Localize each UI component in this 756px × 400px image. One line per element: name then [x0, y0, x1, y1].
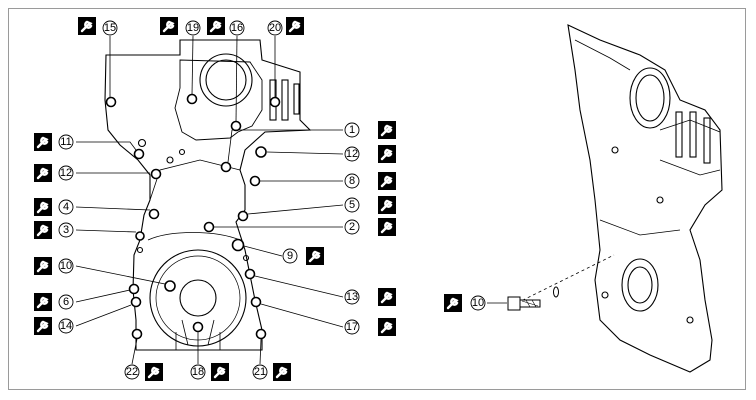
callout-19: 19 — [187, 22, 199, 34]
wrench-icon — [32, 315, 54, 337]
wrench-icon — [209, 361, 231, 383]
wrench-icon — [304, 245, 326, 267]
wrench-icon — [376, 316, 398, 338]
wrench-icon — [76, 15, 98, 37]
wrench-icon — [284, 15, 306, 37]
cover-front-view — [104, 39, 312, 351]
callouts: 15 19 16 20 11 12 4 3 10 6 14 — [32, 15, 486, 383]
callout-12: 12 — [346, 148, 358, 160]
callout-9: 9 — [287, 250, 293, 262]
wrench-icon — [143, 361, 165, 383]
callout-10: 10 — [60, 260, 72, 272]
callout-18: 18 — [192, 366, 204, 378]
wrench-icon — [205, 15, 227, 37]
wrench-icon — [376, 216, 398, 238]
wrench-icon — [376, 286, 398, 308]
callout-20: 20 — [269, 22, 281, 34]
wrench-icon — [32, 196, 54, 218]
diagram-frame — [8, 8, 746, 390]
callout-21: 21 — [254, 366, 266, 378]
wrench-icon — [32, 162, 54, 184]
callout-17: 17 — [346, 321, 358, 333]
callout-11: 11 — [60, 136, 71, 148]
wrench-icon — [271, 361, 293, 383]
wrench-icon — [32, 255, 54, 277]
wrench-icon — [442, 292, 464, 314]
callout-1: 1 — [349, 124, 355, 136]
exploded-bolt-10 — [487, 254, 615, 311]
wrench-icon — [376, 143, 398, 165]
wrench-icon — [32, 219, 54, 241]
callout-22: 22 — [126, 366, 138, 378]
wrench-icon — [32, 131, 54, 153]
callout-6: 6 — [63, 296, 69, 308]
bolt-markers — [105, 93, 281, 340]
callout-5: 5 — [349, 199, 355, 211]
callout-16: 16 — [231, 22, 243, 34]
callout-2: 2 — [349, 221, 355, 233]
leader-lines — [75, 35, 344, 365]
callout-8: 8 — [349, 175, 355, 187]
callout-13: 13 — [346, 291, 358, 303]
wrench-icon — [376, 119, 398, 141]
wrench-icon — [32, 291, 54, 313]
callout-14: 14 — [60, 320, 72, 332]
callout-15: 15 — [104, 22, 116, 34]
callout-7: 12 — [60, 167, 72, 179]
callout-4: 4 — [63, 201, 69, 213]
callout-3: 3 — [63, 224, 69, 236]
wrench-icon — [158, 15, 180, 37]
callout-exploded-10: 10 — [472, 297, 484, 309]
wrench-icon — [376, 170, 398, 192]
wrench-icon — [376, 194, 398, 216]
cover-exploded-view — [567, 24, 723, 373]
